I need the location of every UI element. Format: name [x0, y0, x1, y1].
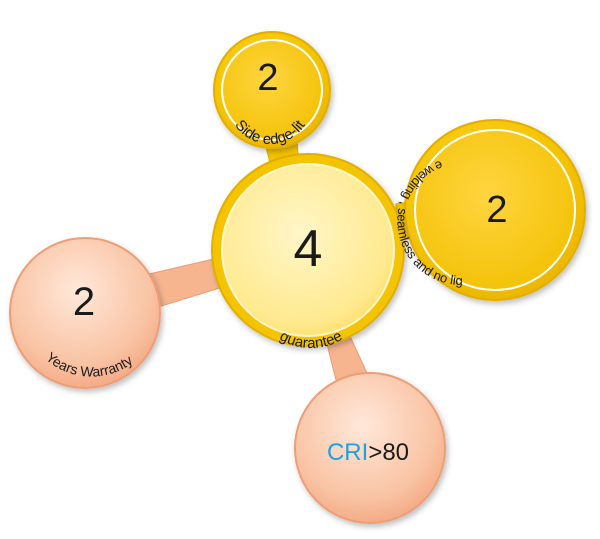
center-number: 4	[294, 220, 323, 278]
node-side-edge	[213, 31, 331, 149]
node-center	[211, 153, 405, 347]
node-welding	[404, 119, 586, 301]
cri-prefix: CRI	[327, 439, 368, 466]
cri-label: CRI>80	[327, 439, 409, 466]
node-warranty	[9, 237, 161, 389]
cri-suffix: >80	[368, 439, 409, 466]
welding-number: 2	[486, 189, 507, 231]
node-cri	[294, 372, 446, 524]
side-edge-number: 2	[257, 57, 278, 99]
warranty-number: 2	[73, 280, 95, 324]
